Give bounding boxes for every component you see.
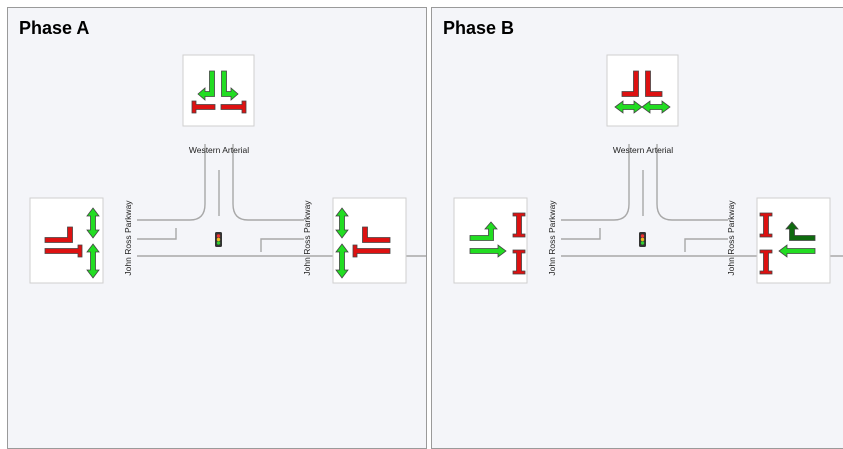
north-left-turn-arrow: [197, 70, 215, 101]
east-ped-arrow-bottom: [335, 243, 349, 279]
north-signal-box: [606, 54, 679, 127]
west-turn-stop: [44, 226, 73, 243]
west-ped-stop-bottom: [512, 249, 526, 275]
north-signal-box: [182, 54, 255, 127]
north-right-turn-arrow: [221, 70, 239, 101]
traffic-light-icon: [215, 232, 222, 247]
north-ped-stop-right: [220, 100, 247, 114]
west-through-arrow: [469, 244, 507, 258]
west-ped-stop-top: [512, 212, 526, 238]
west-through-stop: [44, 244, 83, 258]
west-signal-box: [453, 197, 528, 284]
west-road-label: John Ross Parkway: [547, 200, 557, 276]
road-lines: [137, 144, 426, 257]
north-right-turn-arrow: [645, 70, 663, 97]
north-ped-arrow-right: [641, 100, 671, 114]
east-through-stop: [352, 244, 391, 258]
lane-markings: [561, 170, 728, 252]
west-turn-arrow: [469, 221, 498, 241]
east-signal-box: [332, 197, 407, 284]
west-road-label: John Ross Parkway: [123, 200, 133, 276]
west-ped-arrow-top: [86, 207, 100, 239]
east-road-label: John Ross Parkway: [302, 200, 312, 276]
east-turn-stop: [362, 226, 391, 243]
lane-markings: [137, 170, 304, 252]
east-ped-stop-top: [759, 212, 773, 238]
north-ped-stop-left: [191, 100, 216, 114]
traffic-light-icon: [639, 232, 646, 247]
east-through-arrow: [778, 244, 816, 258]
north-road-label: Western Arterial: [613, 145, 673, 155]
west-signal-box: [29, 197, 104, 284]
east-ped-arrow-top: [335, 207, 349, 239]
east-road-label: John Ross Parkway: [726, 200, 736, 276]
phase-a-title: Phase A: [19, 18, 90, 38]
phase-b-title: Phase B: [443, 18, 515, 38]
east-ped-stop-bottom: [759, 249, 773, 275]
north-road-label: Western Arterial: [189, 145, 249, 155]
west-ped-arrow-bottom: [86, 243, 100, 279]
east-signal-box: [756, 197, 831, 284]
east-turn-arrow: [785, 221, 816, 241]
north-left-turn-arrow: [621, 70, 639, 97]
